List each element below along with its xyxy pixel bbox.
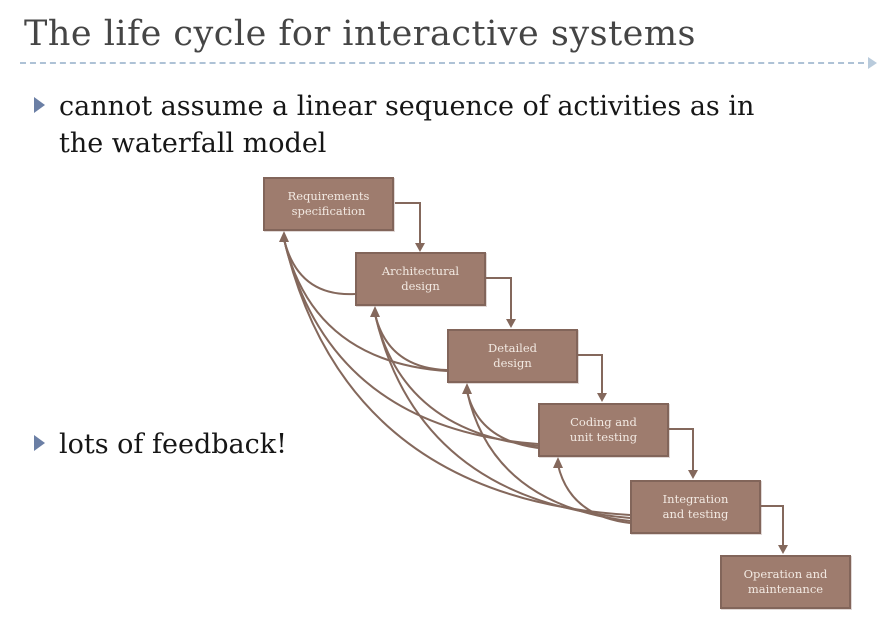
bullet-line: lots of feedback! (59, 429, 287, 460)
flow-box-label: Detailed (487, 341, 538, 355)
bullet-item-waterfall: cannot assume a linear sequence of activ… (34, 88, 754, 162)
flow-box-label: design (401, 279, 440, 293)
flow-connector (395, 202, 421, 247)
bullet-triangle-icon (34, 435, 45, 451)
bullet-line: the waterfall model (59, 128, 327, 159)
feedback-arrow (283, 238, 356, 296)
feedback-arrowhead-icon (553, 457, 563, 468)
feedback-arrowhead-icon (370, 306, 380, 317)
flow-arrowhead-icon (506, 319, 516, 328)
flow-box-label: specification (291, 204, 366, 218)
flow-connector (758, 505, 784, 548)
flow-connector (668, 428, 694, 473)
flow-arrowhead-icon (688, 470, 698, 479)
flow-box-integration: Integration and testing (630, 480, 761, 534)
flow-box-operation: Operation and maintenance (720, 555, 851, 609)
bullet-item-feedback: lots of feedback! (34, 426, 287, 463)
flow-box-label: Integration (662, 492, 729, 506)
flow-box-detailed: Detailed design (447, 329, 578, 383)
divider-arrow-icon (868, 57, 877, 69)
flow-box-label: and testing (662, 507, 729, 521)
flow-box-label: design (493, 356, 532, 370)
flow-box-architectural: Architectural design (355, 252, 486, 306)
flow-box-label: Architectural (381, 264, 460, 278)
flow-box-label: Coding and (570, 415, 637, 429)
flow-box-requirements: Requirements specification (263, 177, 394, 231)
flow-box-label: Requirements (287, 189, 370, 203)
feedback-arrow (374, 313, 448, 371)
page-title: The life cycle for interactive systems (24, 14, 697, 54)
bullet-triangle-icon (34, 97, 45, 113)
flow-connector (577, 354, 603, 396)
feedback-arrowhead-icon (279, 231, 289, 242)
flow-box-coding: Coding and unit testing (538, 403, 669, 457)
flow-arrowhead-icon (597, 393, 607, 402)
flow-box-label: Operation and (743, 567, 828, 581)
bullet-line: cannot assume a linear sequence of activ… (59, 91, 755, 122)
flow-connector (486, 277, 512, 322)
feedback-arrow (557, 464, 631, 524)
flow-box-label: maintenance (747, 582, 824, 596)
title-divider (20, 62, 864, 64)
flow-box-label: unit testing (569, 430, 638, 444)
flow-arrowhead-icon (415, 243, 425, 252)
feedback-arrowhead-icon (462, 383, 472, 394)
feedback-arrow (466, 390, 539, 449)
flow-arrowhead-icon (778, 545, 788, 554)
